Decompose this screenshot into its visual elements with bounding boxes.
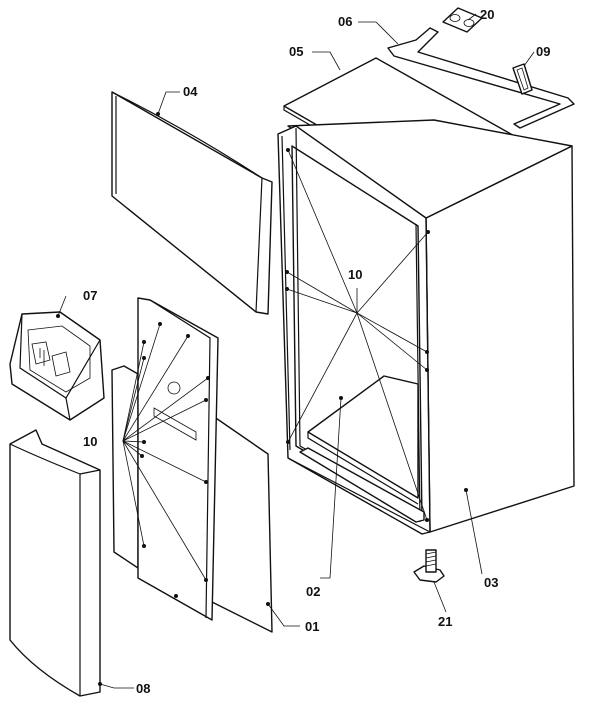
- leader-10-panels: [122, 323, 209, 581]
- label-01: 01: [305, 619, 319, 634]
- label-09: 09: [536, 44, 550, 59]
- label-04: 04: [183, 84, 198, 99]
- part-07-control-box: [9, 311, 105, 421]
- part-04-front-panel: [111, 91, 273, 315]
- label-03: 03: [484, 575, 498, 590]
- label-21: 21: [438, 614, 452, 629]
- part-01-lower-panels: [111, 297, 273, 633]
- part-21-foot: [413, 549, 445, 583]
- part-08-side-cover: [9, 429, 102, 697]
- leader-10-cabinet: [286, 149, 429, 521]
- label-02: 02: [306, 584, 320, 599]
- label-10-upper: 10: [348, 267, 362, 282]
- label-05: 05: [289, 44, 303, 59]
- label-07: 07: [83, 288, 97, 303]
- part-06-top-strip: [387, 27, 575, 129]
- part-labels: 06 20 09 05 04 10 07 10 02 03 21 01 08: [83, 7, 550, 696]
- part-09-clip: [512, 63, 533, 95]
- label-08: 08: [136, 681, 150, 696]
- label-leaders: [57, 13, 535, 689]
- part-03-cabinet: [277, 119, 575, 535]
- label-20: 20: [480, 7, 494, 22]
- label-06: 06: [338, 14, 352, 29]
- part-20-plate: [442, 7, 483, 33]
- label-10-lower: 10: [83, 434, 97, 449]
